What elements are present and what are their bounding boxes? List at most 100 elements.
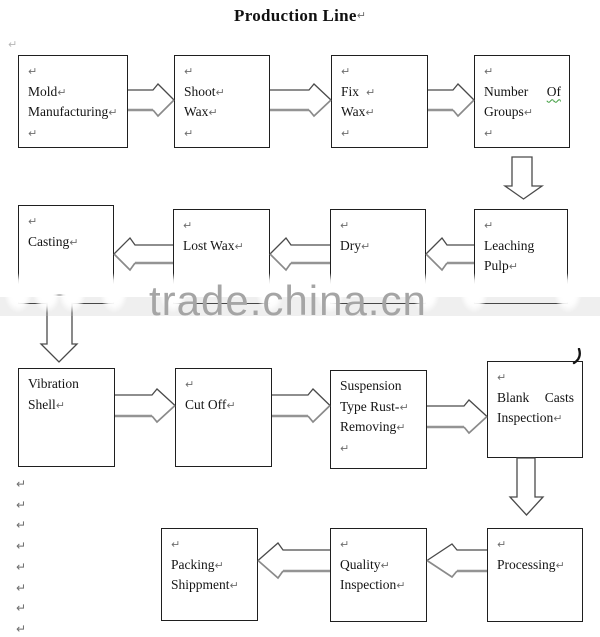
flow-box-packing-shippment: ↵Packing↵Shippment↵ — [161, 528, 258, 621]
line-break-mark: ↵ — [16, 518, 27, 532]
white-glow-spot — [460, 273, 488, 313]
flow-arrow-cutoff-to-suspension — [270, 384, 332, 427]
box-line: Mold↵ — [28, 82, 119, 103]
box-text: Groups — [484, 104, 524, 119]
box-line: ↵ — [497, 367, 574, 388]
box-word: Of — [546, 83, 561, 99]
box-line: Groups↵ — [484, 102, 561, 123]
line-break-mark: ↵ — [16, 581, 27, 595]
flow-arrow-mold-to-shoot — [126, 79, 176, 121]
box-line: Wax↵ — [184, 102, 261, 123]
box-line: ↵ — [28, 211, 105, 232]
line-break-mark: ↵ — [341, 65, 351, 78]
flow-arrow-dry-to-lostwax — [268, 233, 332, 275]
line-break-mark: ↵ — [361, 239, 371, 253]
flow-box-shoot-wax: ↵Shoot↵Wax↵↵ — [174, 55, 270, 148]
flow-box-fix-wax: ↵Fix↵Wax↵↵ — [331, 55, 428, 148]
box-line: Type Rust-↵ — [340, 397, 418, 418]
white-glow-spot — [256, 273, 284, 313]
box-text: Removing — [340, 419, 397, 434]
page-title: Production Line↵ — [0, 6, 600, 26]
box-line: ↵ — [484, 61, 561, 82]
box-line: ↵ — [185, 374, 263, 395]
line-break-mark: ↵ — [340, 219, 350, 232]
line-break-mark: ↵ — [108, 106, 118, 119]
box-line: Manufacturing↵ — [28, 102, 119, 123]
flow-box-mold-manufacturing: ↵Mold↵Manufacturing↵↵ — [18, 55, 128, 148]
flow-box-lost-wax: ↵Lost Wax↵ — [173, 209, 270, 304]
box-line: ↵ — [341, 123, 419, 144]
line-break-mark: ↵ — [484, 65, 494, 78]
line-break-mark: ↵ — [57, 85, 67, 99]
flow-arrow-quality-to-packing — [256, 538, 332, 583]
line-break-mark: ↵ — [340, 538, 350, 551]
box-text: Processing — [497, 556, 556, 572]
watermark-band — [0, 297, 600, 316]
white-glow-spot — [58, 273, 86, 313]
box-line: Number Of — [484, 82, 561, 103]
line-break-mark: ↵ — [365, 106, 375, 119]
box-text: Inspection — [497, 410, 554, 425]
line-break-mark: ↵ — [16, 477, 27, 491]
line-break-mark: ↵ — [183, 219, 193, 232]
box-text: Type Rust- — [340, 398, 400, 414]
line-break-mark: ↵ — [184, 126, 194, 140]
line-break-mark: ↵ — [229, 579, 239, 592]
box-text: Cut Off — [185, 396, 227, 412]
box-line: Cut Off↵ — [185, 395, 263, 416]
line-break-mark: ↵ — [16, 539, 27, 553]
white-glow-spot — [33, 273, 61, 313]
box-line: Casting↵ — [28, 232, 105, 253]
box-text: Dry — [340, 237, 361, 253]
line-break-mark: ↵ — [399, 400, 409, 414]
box-line: ↵ — [28, 61, 119, 82]
box-line: Inspection↵ — [497, 408, 574, 429]
line-break-mark: ↵ — [171, 538, 181, 551]
flow-arrow-leaching-to-dry — [424, 233, 476, 275]
flow-arrow-suspension-to-blank — [425, 395, 489, 438]
box-line: ↵ — [184, 123, 261, 144]
line-break-mark: ↵ — [497, 371, 507, 384]
box-line: ↵ — [28, 123, 119, 144]
line-break-mark: ↵ — [555, 558, 565, 572]
line-break-mark: ↵ — [215, 85, 225, 99]
line-break-mark: ↵ — [208, 106, 218, 119]
box-text: Wax — [184, 104, 209, 119]
flow-arrow-lostwax-to-casting — [112, 233, 175, 275]
box-text: Shippment — [171, 577, 230, 592]
box-line: Shoot↵ — [184, 82, 261, 103]
line-break-mark: ↵ — [523, 106, 533, 119]
box-text: Lost Wax — [183, 237, 235, 253]
box-line: ↵ — [183, 215, 261, 236]
box-text: Leaching — [484, 237, 535, 253]
box-word: Blank — [497, 389, 530, 405]
flow-arrow-fix-to-groups — [426, 79, 476, 121]
line-break-mark: ↵ — [508, 260, 518, 273]
box-line: Leaching — [484, 236, 559, 257]
box-line: Suspension — [340, 376, 418, 397]
line-break-mark: ↵ — [484, 219, 494, 232]
line-break-mark: ↵ — [226, 398, 236, 412]
box-line: Shippment↵ — [171, 575, 249, 596]
box-text: Inspection — [340, 577, 397, 592]
box-line: Packing↵ — [171, 555, 249, 576]
line-break-mark: ↵ — [366, 85, 376, 99]
box-line: Fix↵ — [341, 82, 419, 103]
flow-arrow-shoot-to-fix — [268, 79, 333, 121]
line-break-mark: ↵ — [185, 378, 195, 391]
box-text: Quality — [340, 556, 381, 572]
box-line: Removing↵ — [340, 417, 418, 438]
flow-box-cut-off: ↵Cut Off↵ — [175, 368, 272, 467]
box-line: Quality↵ — [340, 555, 418, 576]
box-line: Pulp↵ — [484, 256, 559, 277]
box-line: Dry↵ — [340, 236, 417, 257]
line-break-mark: ↵ — [16, 601, 27, 615]
white-glow-spot — [412, 273, 440, 313]
line-break-mark: ↵ — [380, 558, 390, 572]
box-word: Number — [484, 83, 529, 99]
box-line: Shell↵ — [28, 395, 106, 416]
flow-box-quality-inspection: ↵Quality↵Inspection↵ — [330, 528, 427, 622]
